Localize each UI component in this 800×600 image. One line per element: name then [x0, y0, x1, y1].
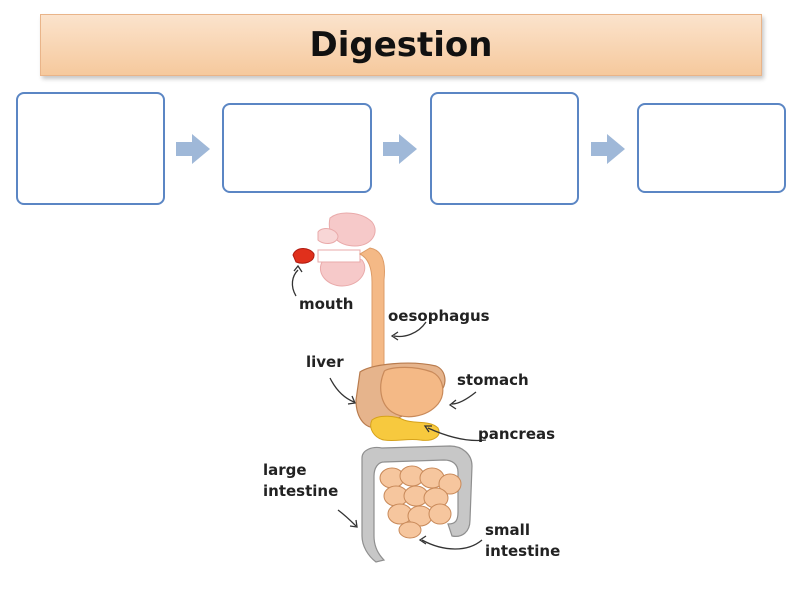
pancreas-illustration [370, 415, 440, 442]
small-intestine-illustration [379, 465, 462, 539]
arrow-right-icon [176, 134, 210, 164]
title-banner: Digestion [40, 14, 762, 76]
label-mouth: mouth [299, 295, 354, 313]
label-large-intestine: large intestine [263, 461, 339, 500]
step-box-1[interactable] [16, 92, 165, 205]
stomach-illustration [380, 366, 444, 418]
step-box-3[interactable] [430, 92, 579, 205]
large-intestine-illustration [361, 445, 473, 563]
page-title: Digestion [309, 25, 493, 65]
label-pointers [291, 264, 487, 550]
mouth-illustration [292, 212, 376, 287]
step-box-2[interactable] [222, 103, 372, 193]
label-small-intestine: small intestine [485, 521, 561, 560]
arrow-right-icon [383, 134, 417, 164]
label-oesophagus: oesophagus [388, 307, 490, 325]
step-box-4[interactable] [637, 103, 786, 193]
label-pancreas: pancreas [478, 425, 556, 443]
arrow-right-icon [591, 134, 625, 164]
label-liver: liver [306, 353, 344, 371]
label-stomach: stomach [457, 371, 529, 389]
